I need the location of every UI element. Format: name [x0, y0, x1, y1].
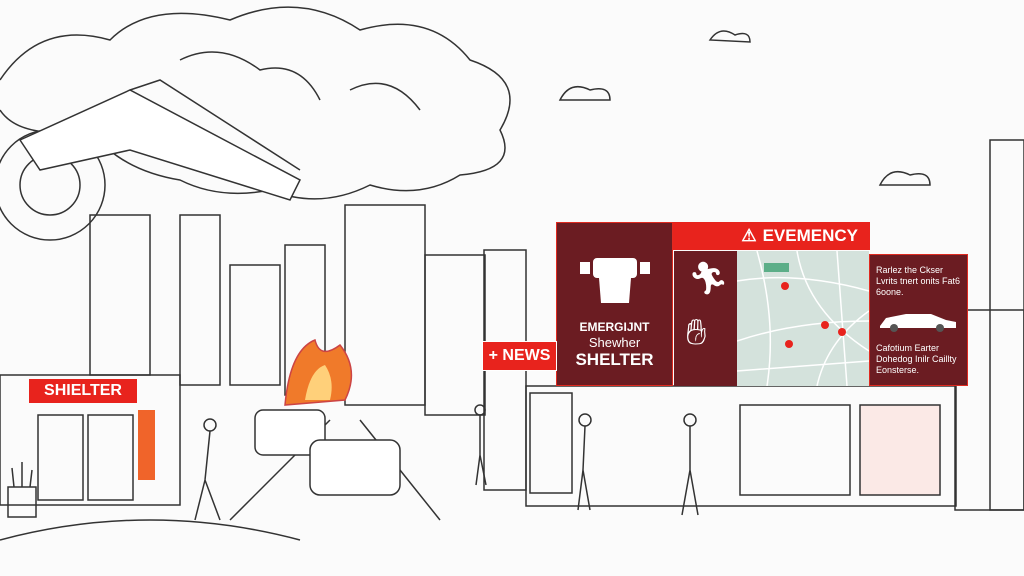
info-bottom-text: Cafotium Earter Dohedog Inilr Caillty Eo… [876, 343, 957, 375]
smoke-clouds [0, 6, 931, 200]
panel-line-3: SHELTER [575, 350, 654, 369]
info-panel: Rarlez the Ckser Lvrits tnert onits Fat6… [869, 254, 968, 386]
panel-line-2: Shewher [588, 335, 641, 350]
emergency-header: ⚠ EVEMENCY [673, 222, 870, 250]
hand-icon: ✋︎ [686, 311, 707, 352]
drone [0, 79, 301, 241]
buildings [0, 139, 1024, 511]
cars [254, 409, 401, 496]
warning-triangle-icon: ⚠ [741, 226, 757, 245]
plant-pot [7, 462, 37, 518]
map-pin-icon [821, 321, 829, 329]
map-pin-icon [785, 340, 793, 348]
emergency-label: EVEMENCY [762, 226, 858, 245]
fire [284, 338, 353, 406]
map-pin-icon [781, 282, 789, 290]
people [194, 404, 699, 521]
shelter-sign: SHIELTER [29, 379, 137, 403]
icon-column: 🏃︎ ✋︎ [674, 251, 737, 386]
generator-icon [580, 258, 650, 303]
car-icon [880, 314, 956, 332]
map-pin-icon [838, 328, 846, 336]
news-badge: + NEWS [482, 341, 557, 371]
running-person-icon: 🏃︎ [688, 260, 729, 296]
panel-line-1: EMERGIJNT [579, 320, 650, 334]
map-panel [736, 250, 870, 387]
shelter-panel: EMERGIJNT Shewher SHELTER [556, 222, 673, 386]
street-map [736, 250, 870, 387]
info-top-text: Rarlez the Ckser Lvrits tnert onits Fat6… [876, 265, 961, 297]
